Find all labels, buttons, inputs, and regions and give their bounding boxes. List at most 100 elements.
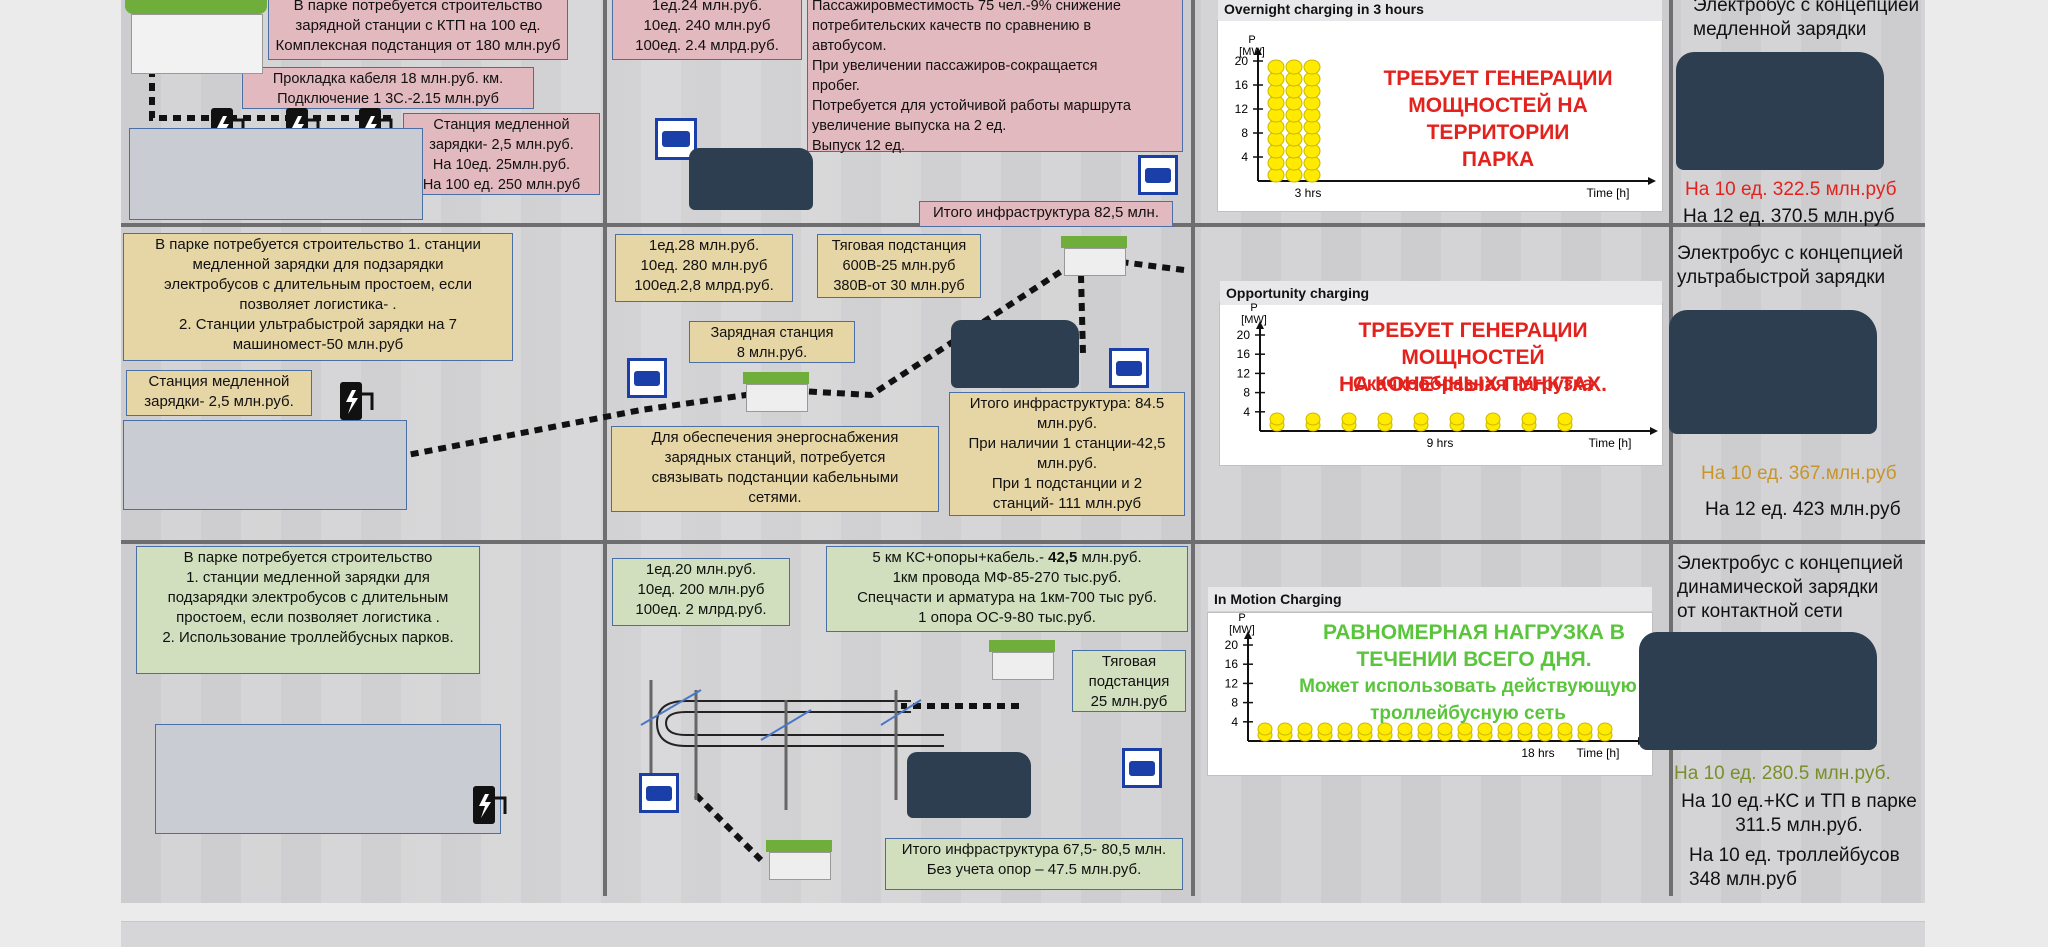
row3-network-cost: 42,5 (1048, 549, 1078, 566)
substation-icon (766, 840, 832, 880)
power-coin (1597, 722, 1613, 736)
bus-stop-icon (1122, 748, 1162, 788)
row3-price-trolleybus: На 10 ед. троллейбусов 348 млн.руб (1689, 845, 1900, 890)
y-axis-label: P (1238, 613, 1245, 624)
grid-divider-1 (603, 0, 607, 896)
y-tick-label: 8 (1241, 126, 1248, 140)
power-coin (1449, 412, 1465, 426)
row1-price-10: На 10 ед. 322.5 млн.руб (1685, 179, 1897, 200)
electric-bus-image (951, 320, 1079, 388)
power-coin (1297, 722, 1313, 736)
y-axis-arrow (1256, 321, 1264, 329)
grid-row-divider-2 (121, 540, 1925, 544)
bus-stop-icon (1109, 348, 1149, 388)
x-axis-label: Time [h] (1587, 186, 1630, 200)
power-coin (1477, 722, 1493, 736)
row3-bus-costs: 1ед.20 млн.руб. 10ед. 200 млн.руб 100ед.… (612, 558, 790, 626)
row2-slow-station: Станция медленной зарядки- 2,5 млн.руб. (126, 370, 312, 416)
power-coin (1557, 722, 1573, 736)
y-tick-label: 20 (1235, 54, 1249, 68)
power-coin (1457, 722, 1473, 736)
power-coin (1267, 59, 1285, 75)
y-tick-label: 4 (1231, 715, 1238, 729)
slide: В парке потребуется строительство зарядн… (121, 0, 1925, 903)
row3-price-10: На 10 ед. 280.5 млн.руб. (1674, 763, 1891, 784)
y-axis-label: P (1248, 34, 1255, 46)
pole-arm (760, 709, 812, 741)
cable-line-row2 (396, 259, 1185, 460)
power-coin (1397, 722, 1413, 736)
y-tick-label: 4 (1241, 150, 1248, 164)
row1-price-12: На 12 ед. 370.5 млн.руб (1683, 206, 1895, 227)
cable-line-row3 (693, 703, 1019, 863)
power-coin (1517, 722, 1533, 736)
x-marker-label: 3 hrs (1295, 186, 1322, 200)
electric-bus-image (689, 148, 813, 210)
row2-concept-title: Электробус с концепцией ультрабыстрой за… (1677, 243, 1904, 288)
row3-network-line-1: 5 км КС+опоры+кабель.- (872, 549, 1049, 566)
power-coin (1577, 722, 1593, 736)
row1-capacity-note: Пассажировместимость 75 чел.-9% снижение… (807, 0, 1183, 154)
substation-icon (1061, 236, 1127, 276)
row3-contact-network: 5 км КС+опоры+кабель.- 42,5 млн.руб. 1км… (826, 546, 1188, 632)
power-coin (1285, 59, 1303, 75)
chart-opportunity-subannotation: Скачкообразная нагрузка (1353, 374, 1593, 395)
cable-line-row2-down (1078, 274, 1086, 356)
row3-traction-substation: Тяговая подстанция 25 млн.руб (1072, 650, 1186, 712)
row2-price-12: На 12 ед. 423 млн.руб (1705, 499, 1901, 520)
row2-depot-note: В парке потребуется строительство 1. ста… (123, 233, 513, 361)
row1-cable-note: Прокладка кабеля 18 млн.руб. км. Подключ… (242, 67, 534, 109)
row2-bus-costs: 1ед.28 млн.руб. 10ед. 280 млн.руб 100ед.… (615, 234, 793, 302)
x-axis-label: Time [h] (1589, 436, 1632, 450)
chart-inmotion-title: In Motion Charging (1208, 587, 1652, 611)
y-axis-arrow (1254, 47, 1262, 55)
row1-slow-station-note: Станция медленной зарядки- 2,5 млн.руб. … (403, 113, 600, 195)
x-axis-label: Time [h] (1577, 746, 1620, 760)
row2-traction-substation: Тяговая подстанция 600В-25 млн.руб 380В-… (817, 234, 981, 298)
y-axis-arrow (1244, 631, 1252, 639)
y-axis-label: P (1250, 303, 1257, 314)
row3-price-10-with-network: На 10 ед.+КС и ТП в парке 311.5 млн.руб. (1681, 791, 1917, 836)
chart-opportunity-title: Opportunity charging (1220, 281, 1662, 305)
pole-arm (880, 699, 922, 726)
row3-depot-note: В парке потребуется строительство 1. ста… (136, 546, 480, 674)
bus-stop-icon (1138, 155, 1178, 195)
power-coin (1303, 59, 1321, 75)
power-coin (1377, 412, 1393, 426)
power-coin (1437, 722, 1453, 736)
y-tick-label: 16 (1237, 347, 1251, 361)
power-coin (1317, 722, 1333, 736)
power-coin (1497, 722, 1513, 736)
row3-concept-title: Электробус с концепцией динамической зар… (1677, 553, 1904, 622)
x-axis-arrow (1650, 427, 1658, 435)
substation-icon (989, 640, 1055, 680)
electric-bus-image (1669, 310, 1877, 434)
electric-bus-image (907, 752, 1031, 818)
bus-stop-icon (655, 118, 697, 160)
power-coin (1417, 722, 1433, 736)
y-tick-label: 20 (1237, 328, 1251, 342)
power-coin (1337, 722, 1353, 736)
bus-stop-icon (639, 773, 679, 813)
power-coin (1269, 412, 1285, 426)
row3-infrastructure-total: Итого инфраструктура 67,5- 80,5 млн. Без… (885, 838, 1183, 890)
x-marker-label: 9 hrs (1427, 436, 1454, 450)
row2-bus-fleet (123, 420, 407, 510)
power-coin (1413, 412, 1429, 426)
x-axis-arrow (1648, 177, 1656, 185)
y-tick-label: 8 (1231, 696, 1238, 710)
power-coin (1537, 722, 1553, 736)
power-coin (1257, 722, 1273, 736)
y-axis-label: [MW] (1239, 46, 1265, 58)
y-tick-label: 12 (1235, 102, 1249, 116)
chart-overnight-title: Overnight charging in 3 hours (1218, 0, 1662, 21)
y-tick-label: 4 (1243, 405, 1250, 419)
depot-roof (125, 0, 267, 14)
row1-bus-fleet (129, 128, 423, 220)
depot-building (125, 0, 267, 80)
y-tick-label: 16 (1225, 657, 1239, 671)
